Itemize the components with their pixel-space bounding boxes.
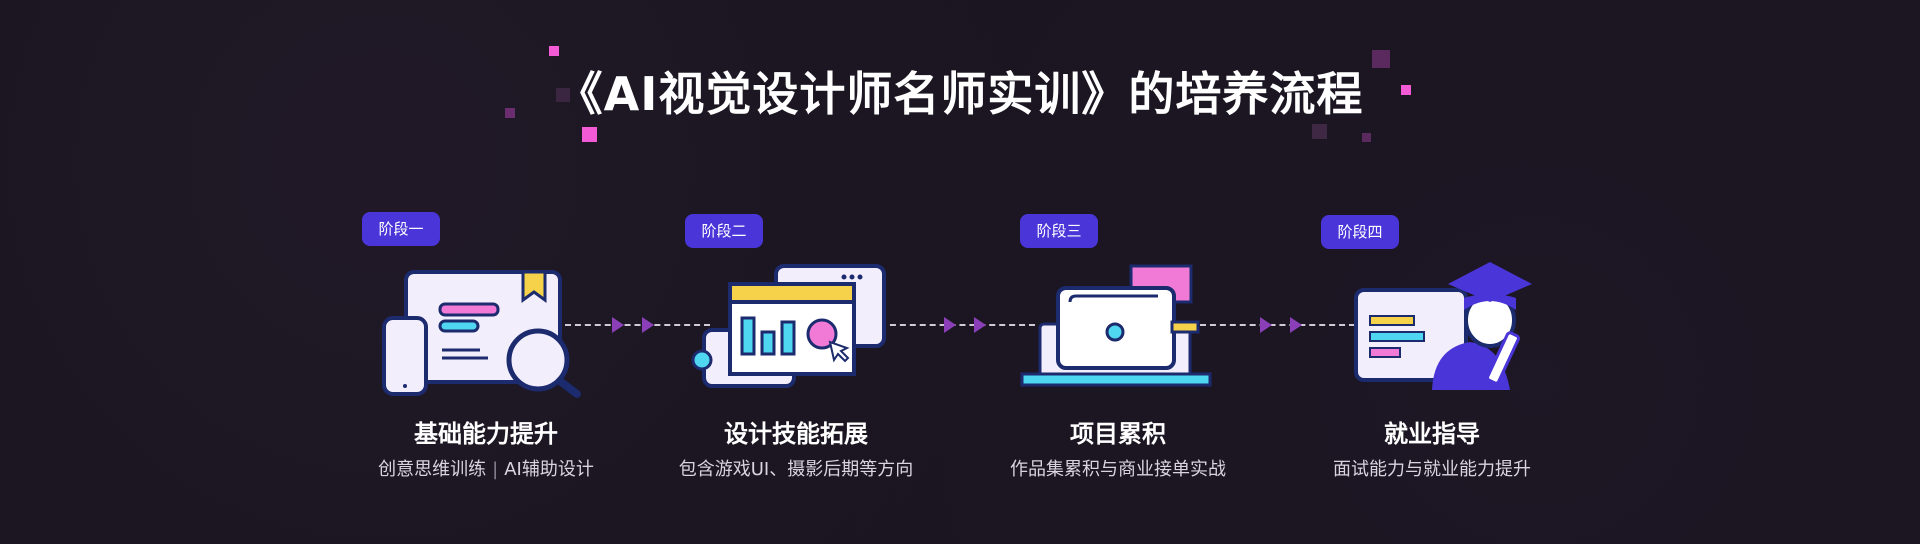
arrow-icon	[612, 317, 624, 333]
stage-1-desc-b: AI辅助设计	[504, 459, 594, 480]
stage-2-badge: 阶段二	[685, 214, 763, 248]
connector-3	[1200, 324, 1355, 328]
laptop-icon	[1020, 264, 1212, 387]
stage-4-title: 就业指导	[1384, 420, 1480, 448]
stage-1-desc-a: 创意思维训练	[378, 459, 487, 480]
stage-2-title: 设计技能拓展	[724, 420, 868, 448]
stage-3-title: 项目累积	[1070, 420, 1166, 448]
graduate-icon	[1354, 262, 1532, 390]
decor-square	[1372, 50, 1390, 68]
stage-1-desc: 创意思维训练|AI辅助设计	[316, 455, 656, 481]
arrow-icon	[944, 317, 956, 333]
chart-window-icon	[691, 264, 886, 388]
page-title: 《AI视觉设计师名师实训》的培养流程	[556, 67, 1364, 121]
decor-square	[1312, 124, 1327, 139]
stage-4-desc: 面试能力与就业能力提升	[1333, 459, 1531, 480]
stage-3-badge: 阶段三	[1020, 214, 1098, 248]
document-magnifier-icon	[382, 270, 581, 398]
stage-2-desc: 包含游戏UI、摄影后期等方向	[678, 459, 914, 480]
connector-2	[880, 324, 1035, 328]
decor-square	[556, 88, 570, 102]
decor-square	[1362, 133, 1371, 142]
stage-1-badge: 阶段一	[362, 212, 440, 246]
stage-3-desc: 作品集累积与商业接单实战	[1010, 459, 1226, 480]
stage-1-desc-separator: |	[492, 459, 499, 480]
stage-1-title: 基础能力提升	[414, 420, 558, 448]
arrow-icon	[1260, 317, 1272, 333]
decor-square	[1401, 85, 1411, 95]
connector-1	[565, 324, 710, 328]
decor-square	[505, 108, 515, 118]
arrow-icon	[642, 317, 654, 333]
arrow-icon	[1290, 317, 1302, 333]
stage-4-badge: 阶段四	[1321, 215, 1399, 249]
decor-square	[582, 127, 597, 142]
arrow-icon	[974, 317, 986, 333]
decor-square	[549, 46, 559, 56]
